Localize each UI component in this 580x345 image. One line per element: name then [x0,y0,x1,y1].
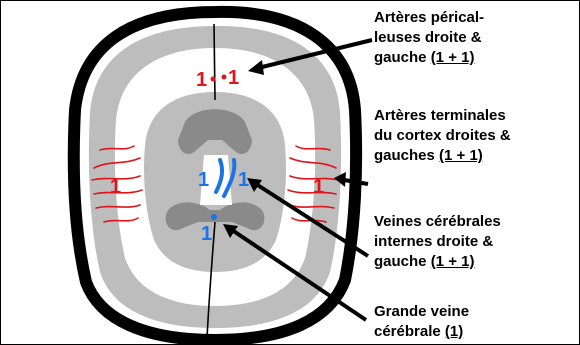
label-internal-cerebral-veins: Veines cérébrales internes droite & gauc… [374,212,501,272]
label-cortical-line-1: Artères terminales [374,106,511,126]
label-pericallosal-line-3: gauche (1 + 1) [374,48,484,68]
label-great-vein-line-1: Grande veine [374,302,469,322]
label-great-vein-count: (1) [445,323,463,340]
label-pericallosal-arteries: Artères pérical- leuses droite & gauche … [374,8,484,68]
marker-great-vein: 1 [201,223,212,245]
marker-internal-vein-right: 1 [238,169,249,191]
marker-cortical-right: 1 [313,176,324,198]
label-cortical-count: (1 + 1) [439,147,483,164]
label-internal-veins-line-1: Veines cérébrales [374,212,501,232]
label-great-vein-word: cérébrale [374,323,441,340]
great-vein-dot [211,214,217,220]
pericallosal-dot-right [222,75,227,80]
label-pericallosal-count: (1 + 1) [431,49,475,66]
marker-pericallosal-right: 1 [228,67,239,89]
label-cortical-line-3: gauches (1 + 1) [374,146,511,166]
label-great-cerebral-vein: Grande veine cérébrale (1) [374,302,469,342]
label-pericallosal-line-1: Artères pérical- [374,8,484,28]
marker-internal-vein-left: 1 [198,169,209,191]
label-pericallosal-word: gauche [374,49,427,66]
label-internal-veins-word: gauche [374,253,427,270]
label-internal-veins-line-3: gauche (1 + 1) [374,252,501,272]
label-cortical-line-2: du cortex droites & [374,126,511,146]
label-pericallosal-line-2: leuses droite & [374,28,484,48]
midline-fissure-anterior [214,24,215,100]
label-internal-veins-line-2: internes droite & [374,232,501,252]
label-internal-veins-count: (1 + 1) [431,253,475,270]
marker-pericallosal-left: 1 [196,69,207,91]
label-cortical-terminal-arteries: Artères terminales du cortex droites & g… [374,106,511,166]
pericallosal-dot-left [211,77,216,82]
label-great-vein-line-2: cérébrale (1) [374,322,469,342]
label-cortical-word: gauches [374,147,435,164]
marker-cortical-left: 1 [110,176,121,198]
